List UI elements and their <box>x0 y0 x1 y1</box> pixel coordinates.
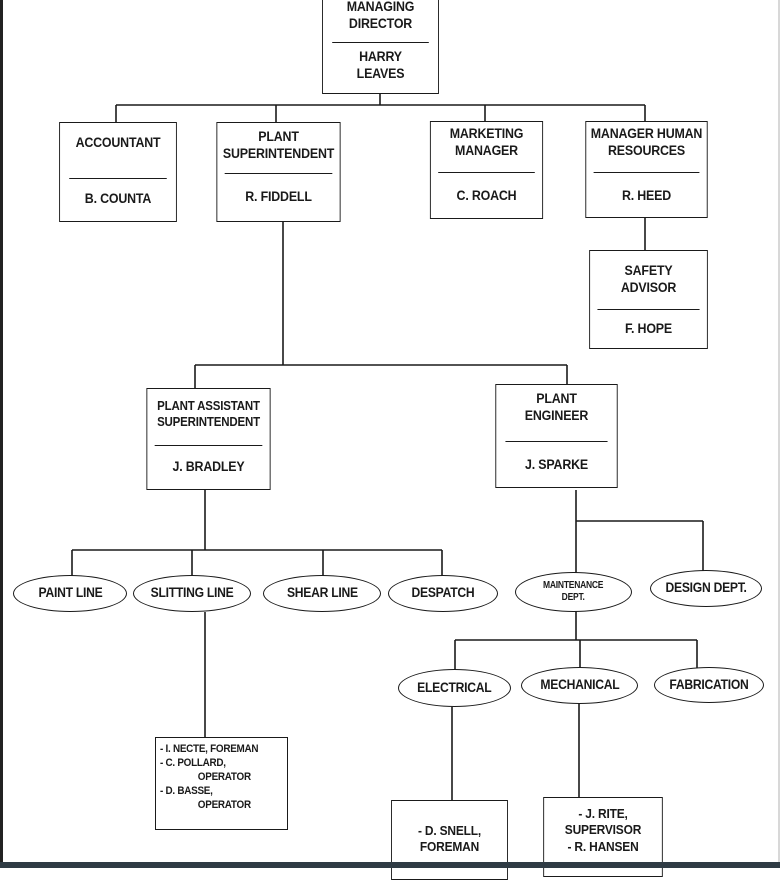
hr-manager-name: R. HEED <box>621 188 672 203</box>
pe-role-line1: PLANT <box>536 391 577 406</box>
md-name-line2: LEAVES <box>356 65 405 81</box>
mechanical-staff-text: - J. RITE, SUPERVISOR - R. HANSEN <box>544 806 662 855</box>
electrical-oval: ELECTRICAL <box>398 669 511 707</box>
design-dept-oval: DESIGN DEPT. <box>650 570 762 607</box>
hr-manager-role: MANAGER HUMAN RESOURCES <box>586 126 707 160</box>
safety-advisor-role: SAFETY ADVISOR <box>590 263 707 297</box>
maintenance-line2: DEPT. <box>562 591 585 603</box>
safety-advisor-box: SAFETY ADVISOR F. HOPE <box>589 250 708 349</box>
accountant-name: B. COUNTA <box>84 191 152 206</box>
md-role-line2: DIRECTOR <box>348 15 413 31</box>
plant-assistant-box: PLANT ASSISTANT SUPERINTENDENT J. BRADLE… <box>146 388 271 490</box>
fabrication-label: FABRICATION <box>669 676 749 692</box>
divider <box>505 441 608 442</box>
plant-superintendent-name: R. FIDDELL <box>245 189 312 204</box>
staff-line: - I. NECTE, FOREMAN <box>160 743 259 755</box>
divider <box>597 309 700 310</box>
staff-line: OPERATOR <box>197 799 251 812</box>
bottom-bar <box>0 862 780 868</box>
electrical-staff-box: - D. SNELL, FOREMAN <box>391 800 508 880</box>
plant-assistant-name: J. BRADLEY <box>172 459 245 474</box>
hr-role-line2: RESOURCES <box>607 142 686 158</box>
marketing-manager-box: MARKETING MANAGER C. ROACH <box>429 121 544 219</box>
staff-line: FOREMAN <box>419 839 480 855</box>
md-role-line1: MANAGING <box>346 0 415 14</box>
staff-line: - C. POLLARD, <box>160 757 226 770</box>
divider <box>332 42 429 43</box>
pe-role-line2: ENGINEER <box>524 407 589 423</box>
plant-superintendent-role: PLANT SUPERINTENDENT <box>217 129 339 163</box>
ps-role-line2: SUPERINTENDENT <box>222 145 335 161</box>
slitting-line-oval: SLITTING LINE <box>133 575 251 612</box>
page-right-edge <box>778 0 780 868</box>
mechanical-oval: MECHANICAL <box>521 667 638 704</box>
ps-role-line1: PLANT <box>258 129 299 144</box>
divider <box>69 178 167 179</box>
despatch-oval: DESPATCH <box>388 575 498 612</box>
paint-line-oval: PAINT LINE <box>13 575 127 612</box>
design-dept-label: DESIGN DEPT. <box>665 580 747 596</box>
plant-engineer-name: J. SPARKE <box>525 457 588 472</box>
despatch-label: DESPATCH <box>411 585 475 601</box>
managing-director-box: MANAGING DIRECTOR HARRY LEAVES <box>322 0 439 94</box>
accountant-role: ACCOUNTANT <box>75 135 161 150</box>
md-name-line1: HARRY <box>359 49 402 64</box>
plant-assistant-role: PLANT ASSISTANT SUPERINTENDENT <box>147 399 269 430</box>
sa-role-line2: ADVISOR <box>620 279 677 295</box>
pa-role-line2: SUPERINTENDENT <box>157 414 260 429</box>
mechanical-label: MECHANICAL <box>540 677 619 693</box>
maintenance-line1: MAINTENANCE <box>543 579 604 592</box>
managing-director-role: MANAGING DIRECTOR <box>323 0 438 33</box>
marketing-manager-name: C. ROACH <box>456 188 517 203</box>
managing-director-name: HARRY LEAVES <box>323 49 438 83</box>
accountant-box: ACCOUNTANT B. COUNTA <box>59 122 177 222</box>
plant-engineer-role: PLANT ENGINEER <box>496 391 617 425</box>
page-left-edge <box>0 0 3 868</box>
divider <box>593 172 700 173</box>
staff-line: SUPERVISOR <box>564 822 642 838</box>
hr-manager-box: MANAGER HUMAN RESOURCES R. HEED <box>585 121 708 218</box>
divider <box>438 172 535 173</box>
fabrication-oval: FABRICATION <box>654 667 764 703</box>
divider <box>224 173 333 174</box>
shear-line-oval: SHEAR LINE <box>263 575 381 612</box>
staff-line: - J. RITE, <box>578 806 628 821</box>
shear-line-label: SHEAR LINE <box>286 585 358 601</box>
staff-line: - D. BASSE, <box>160 785 213 798</box>
marketing-manager-role: MARKETING MANAGER <box>431 126 542 160</box>
hr-role-line1: MANAGER HUMAN <box>590 126 703 141</box>
staff-line: OPERATOR <box>197 771 251 784</box>
slitting-line-label: SLITTING LINE <box>150 585 234 601</box>
plant-superintendent-box: PLANT SUPERINTENDENT R. FIDDELL <box>216 122 341 222</box>
paint-line-label: PAINT LINE <box>38 585 102 601</box>
mm-role-line1: MARKETING <box>449 126 524 141</box>
divider <box>154 445 263 446</box>
staff-line: - D. SNELL, <box>417 823 482 838</box>
pa-role-line1: PLANT ASSISTANT <box>157 399 260 413</box>
slitting-staff-box: - I. NECTE, FOREMAN - C. POLLARD, OPERAT… <box>155 737 288 830</box>
staff-line: - R. HANSEN <box>567 838 639 854</box>
electrical-staff-text: - D. SNELL, FOREMAN <box>392 823 507 856</box>
sa-role-line1: SAFETY <box>624 263 673 278</box>
electrical-label: ELECTRICAL <box>417 679 492 695</box>
plant-engineer-box: PLANT ENGINEER J. SPARKE <box>495 384 618 488</box>
mm-role-line2: MANAGER <box>455 142 518 158</box>
safety-advisor-name: F. HOPE <box>624 321 673 336</box>
